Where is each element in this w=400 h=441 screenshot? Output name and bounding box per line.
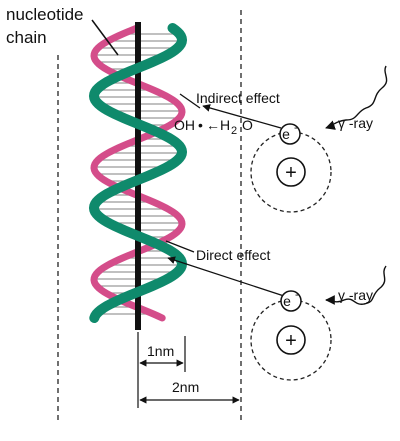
lower-nucleus — [276, 325, 306, 355]
water-subscript: 2 — [231, 125, 237, 137]
lower-gamma-wave — [325, 265, 387, 305]
upper-nucleus — [276, 157, 306, 187]
indirect-effect-label: Indirect effect — [196, 90, 280, 106]
water-h: H — [220, 117, 230, 133]
nucleotide-label-line1: nucleotide — [6, 5, 84, 24]
radical-dot: • — [198, 117, 203, 133]
nucleotide-pointer — [91, 19, 119, 56]
reaction-arrow: ← — [206, 117, 220, 133]
dim-2nm-label: 2nm — [172, 379, 199, 395]
indirect-effect-pointer — [179, 93, 201, 109]
upper-nucleus-plus: + — [285, 162, 297, 184]
nucleotide-label-line2: chain — [6, 28, 47, 47]
upper-atom-shell — [250, 131, 332, 213]
upper-electron-arrow — [202, 104, 282, 129]
upper-gamma-wave — [325, 65, 388, 130]
upper-gamma-label: γ -ray — [338, 115, 373, 131]
direct-effect-link — [167, 256, 285, 297]
upper-electron-e: e — [282, 126, 290, 142]
upper-electron-sup: - — [294, 122, 298, 134]
lower-nucleus-plus: + — [285, 330, 297, 352]
lower-atom-shell — [250, 299, 332, 381]
direct-effect-label: Direct effect — [196, 247, 271, 263]
lower-gamma-label: γ -ray — [338, 287, 373, 303]
upper-electron — [279, 123, 301, 145]
lower-electron-sup: - — [295, 289, 299, 301]
dim-1nm-label: 1nm — [147, 343, 174, 359]
green-strand — [88, 23, 188, 323]
water-o: O — [242, 117, 253, 133]
lower-electron — [280, 290, 302, 312]
oh-radical-label: OH — [174, 117, 195, 133]
direct-effect-pointer — [165, 240, 195, 253]
lower-electron-e: e — [283, 293, 291, 309]
